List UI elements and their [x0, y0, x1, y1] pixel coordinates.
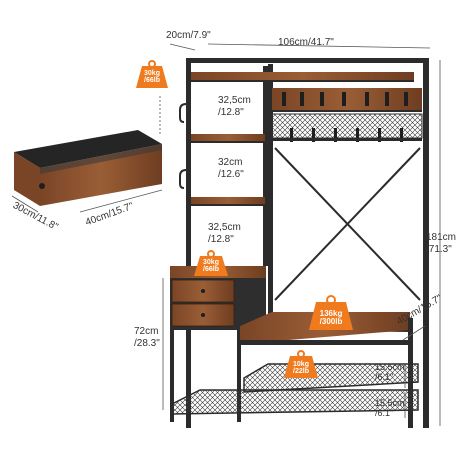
cabinet-height-label: 72cm /28.3" [134, 326, 160, 349]
rack-kg: 10kg [293, 361, 309, 368]
height-in: /71.3" [426, 243, 452, 255]
cabinet-height-cm: 72cm [134, 326, 159, 337]
x-brace [274, 147, 421, 301]
rack-gap-2-label: 15.5cm /6.1" [375, 398, 405, 419]
rack-load-badge: 10kg /22lb [284, 361, 318, 376]
shelf-gap-2-in: /12.6" [218, 168, 244, 180]
shelf-gap-1-in: /12.8" [218, 106, 244, 118]
width-label: 106cm/41.7" [278, 37, 334, 48]
side-hooks [179, 103, 187, 189]
shelf-gap-3-cm: 32,5cm [208, 222, 241, 233]
shelf-gap-3-label: 32,5cm /12.8" [208, 222, 241, 245]
cabinet-height-in: /28.3" [134, 337, 160, 349]
cabinet-load-badge: 30kg /66lb [194, 259, 228, 274]
detached-drawer [14, 130, 162, 206]
rack-gap-2-cm: 15.5cm [375, 398, 405, 408]
shelf-gap-3-in: /12.8" [208, 233, 234, 245]
shelf-gap-2-label: 32cm /12.6" [218, 157, 244, 180]
top-shelf-kg: 30kg [144, 70, 160, 77]
shelf-gap-1-cm: 32,5cm [218, 95, 251, 106]
shoe-rack-lower [171, 389, 419, 415]
shelf-3 [191, 197, 265, 206]
shelf-gap-1-label: 32,5cm /12.8" [218, 95, 251, 118]
weight-icon-top [136, 60, 168, 88]
rack-gap-2-in: /6.1" [375, 408, 394, 419]
height-cm: 181cm [426, 232, 457, 243]
right-tower-frame [186, 58, 429, 428]
cabinet-lb: /66lb [203, 266, 219, 274]
rack-gap-1-in: /6.1" [375, 372, 394, 383]
depth-label: 20cm/7.9" [166, 30, 211, 41]
rack-lb: /22lb [293, 368, 309, 376]
bench-load-badge: 136kg /300lb [309, 309, 353, 327]
top-shelf-lb: /66lb [144, 77, 160, 85]
rack-gap-1-label: 15.5cm /6.1" [375, 362, 405, 383]
shelf-top [191, 72, 414, 82]
top-shelf-load-badge: 30kg /66lb [136, 70, 168, 85]
coat-hook-board [271, 88, 423, 142]
shelf-2 [191, 134, 265, 143]
cabinet-kg: 30kg [203, 259, 219, 266]
height-label: 181cm /71.3" [426, 232, 456, 255]
rack-gap-1-cm: 15.5cm [375, 362, 405, 372]
left-tower-frame [186, 60, 268, 428]
weight-icon-cabinet [194, 250, 228, 276]
bench-kg: 136kg [319, 309, 343, 318]
shelf-gap-2-cm: 32cm [218, 157, 243, 168]
weight-icon-bench [309, 295, 353, 330]
bench-lb: /300lb [319, 317, 343, 327]
drawer-cabinet [170, 266, 266, 422]
dimension-lines [11, 43, 441, 426]
weight-icon-rack [284, 350, 318, 378]
